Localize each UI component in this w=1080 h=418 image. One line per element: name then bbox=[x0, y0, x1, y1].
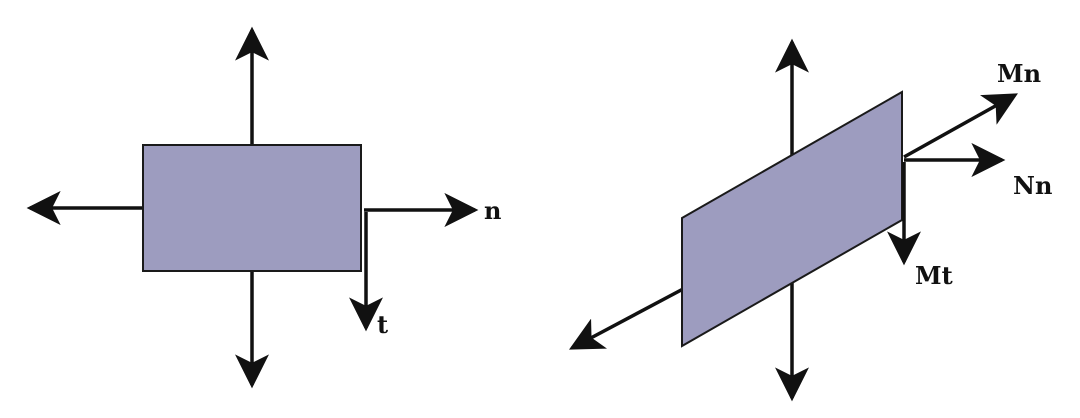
label-nn: Nn bbox=[1013, 171, 1052, 200]
left-rectangle bbox=[142, 144, 362, 272]
vector-mn bbox=[903, 93, 1018, 159]
right-parallelogram bbox=[681, 90, 903, 348]
left-diagram: n t bbox=[26, 26, 501, 389]
label-n: n bbox=[484, 196, 501, 225]
label-t: t bbox=[377, 310, 388, 339]
right-oblique-axis bbox=[568, 278, 701, 350]
right-diagram: Mn Nn Mt bbox=[568, 38, 1052, 402]
label-mn: Mn bbox=[997, 59, 1041, 88]
label-mt: Mt bbox=[915, 261, 953, 290]
